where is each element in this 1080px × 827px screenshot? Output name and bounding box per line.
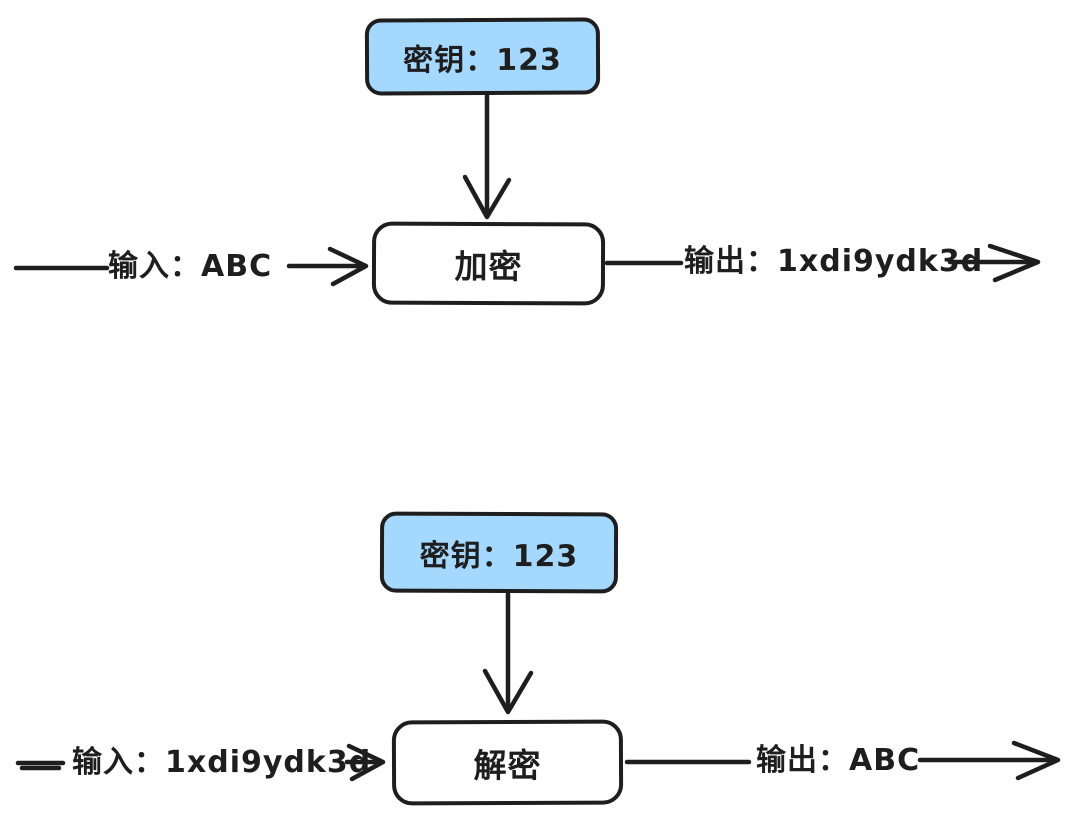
decrypt-process-box: 解密 [391, 719, 624, 806]
decrypt-output-arrow-head [1011, 740, 1061, 781]
encryption-key-label: 密钥：123 [403, 42, 562, 78]
encrypt-key-arrow-head [462, 174, 512, 220]
decrypt-input-arrow-head [346, 743, 386, 782]
decryption-key-box: 密钥：123 [379, 511, 619, 594]
decryption-key-label: 密钥：123 [419, 538, 579, 574]
decrypt-output-label: 输出：ABC [756, 743, 921, 778]
encrypt-process-box: 加密 [371, 221, 606, 306]
encrypt-output-arrow-head [987, 243, 1041, 283]
decrypt-process-label: 解密 [473, 745, 542, 785]
decrypt-key-arrow-head [482, 668, 534, 715]
encrypt-input-arrow-head [327, 246, 369, 287]
decrypt-input-label: 输入：1xdi9ydk3d [72, 745, 372, 780]
encrypt-process-label: 加密 [454, 246, 523, 286]
encrypt-output-label: 输出：1xdi9ydk3d [684, 244, 984, 279]
encrypt-input-label: 输入：ABC [108, 249, 273, 284]
encryption-key-box: 密钥：123 [364, 17, 601, 96]
